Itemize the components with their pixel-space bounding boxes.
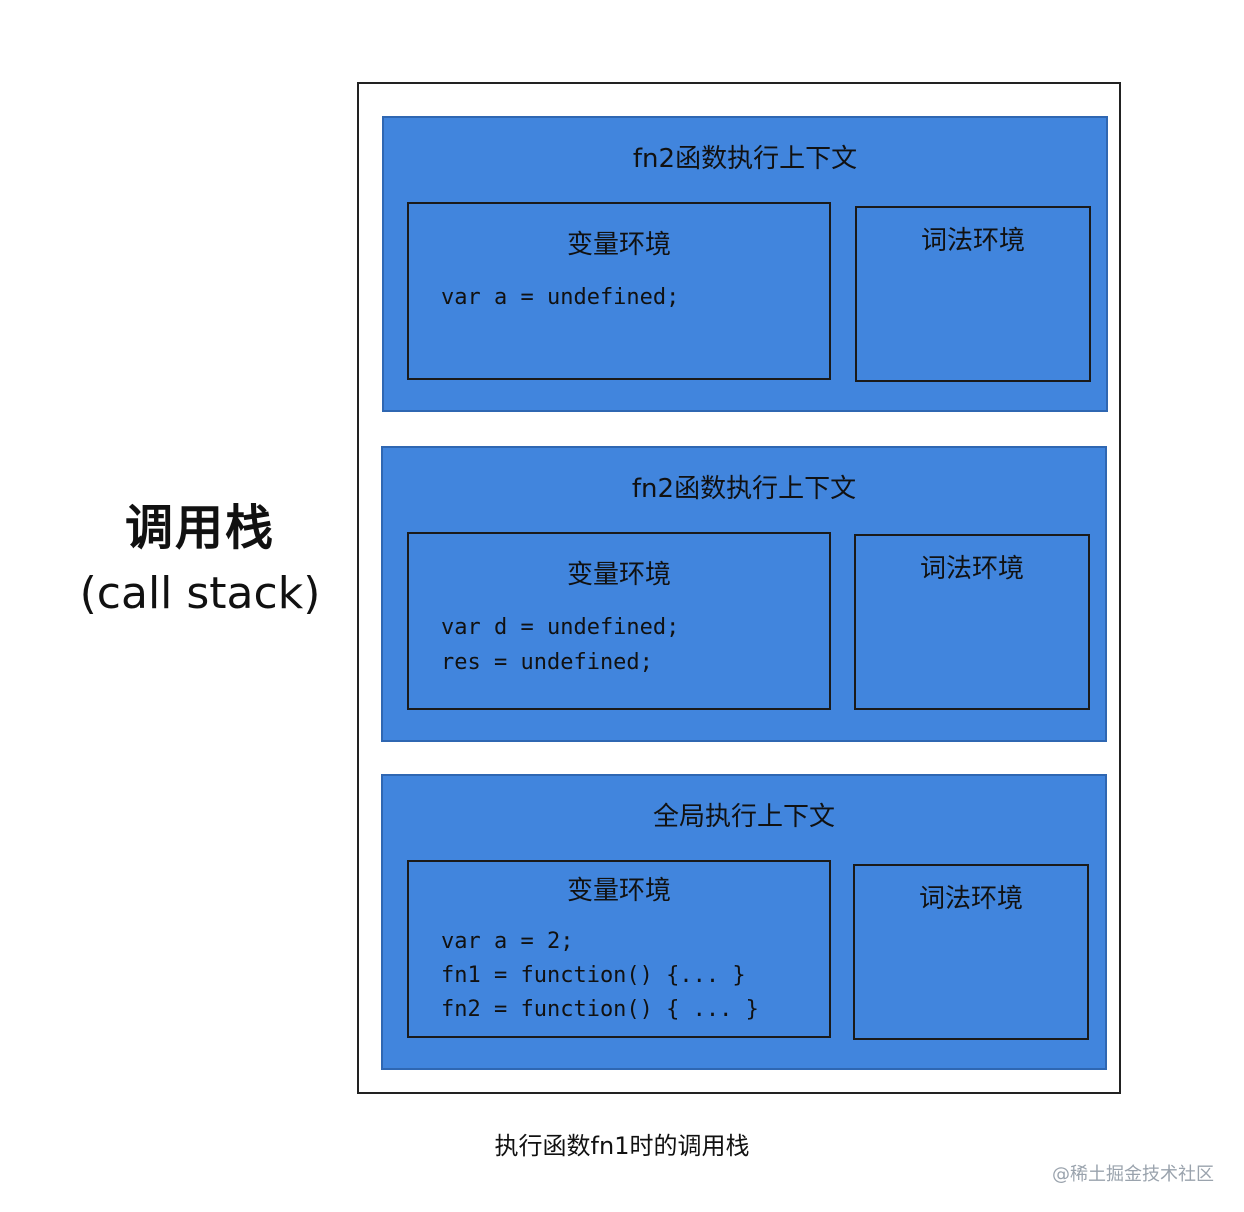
- call-stack-label: 调用栈 (call stack): [40, 500, 360, 620]
- execution-context-top: fn2函数执行上下文 变量环境 var a = undefined; 词法环境: [382, 116, 1108, 412]
- lexical-environment-title: 词法环境: [920, 226, 1025, 256]
- execution-context-middle: fn2函数执行上下文 变量环境 var d = undefined; res =…: [381, 446, 1107, 742]
- code-line: var a = undefined;: [441, 285, 680, 310]
- variable-environment: 变量环境 var a = undefined;: [407, 202, 831, 380]
- code-line: res = undefined;: [441, 650, 653, 675]
- code-line: var a = 2;: [441, 929, 574, 954]
- lexical-environment: 词法环境: [855, 206, 1091, 382]
- diagram-caption: 执行函数fn1时的调用栈: [494, 1132, 750, 1160]
- context-title: fn2函数执行上下文: [631, 474, 857, 504]
- code-line: var d = undefined;: [441, 615, 680, 640]
- code-line: fn2 = function() { ... }: [441, 997, 759, 1022]
- call-stack-label-cn: 调用栈: [124, 500, 275, 556]
- context-title: fn2函数执行上下文: [632, 144, 858, 174]
- call-stack-frame: fn2函数执行上下文 变量环境 var a = undefined; 词法环境 …: [357, 82, 1121, 1094]
- context-title: 全局执行上下文: [652, 802, 835, 832]
- lexical-environment: 词法环境: [854, 534, 1090, 710]
- call-stack-label-en: (call stack): [79, 567, 321, 619]
- variable-environment: 变量环境 var d = undefined; res = undefined;: [407, 532, 831, 710]
- variable-environment-title: 变量环境: [566, 560, 671, 590]
- lexical-environment-title: 词法环境: [919, 554, 1024, 584]
- execution-context-global: 全局执行上下文 变量环境 var a = 2; fn1 = function()…: [381, 774, 1107, 1070]
- variable-environment: 变量环境 var a = 2; fn1 = function() {... } …: [407, 860, 831, 1038]
- variable-environment-title: 变量环境: [566, 230, 671, 260]
- variable-environment-title: 变量环境: [566, 876, 671, 906]
- code-line: fn1 = function() {... }: [441, 963, 746, 988]
- lexical-environment: 词法环境: [853, 864, 1089, 1040]
- watermark: @稀土掘金技术社区: [1052, 1164, 1214, 1185]
- lexical-environment-title: 词法环境: [918, 884, 1023, 914]
